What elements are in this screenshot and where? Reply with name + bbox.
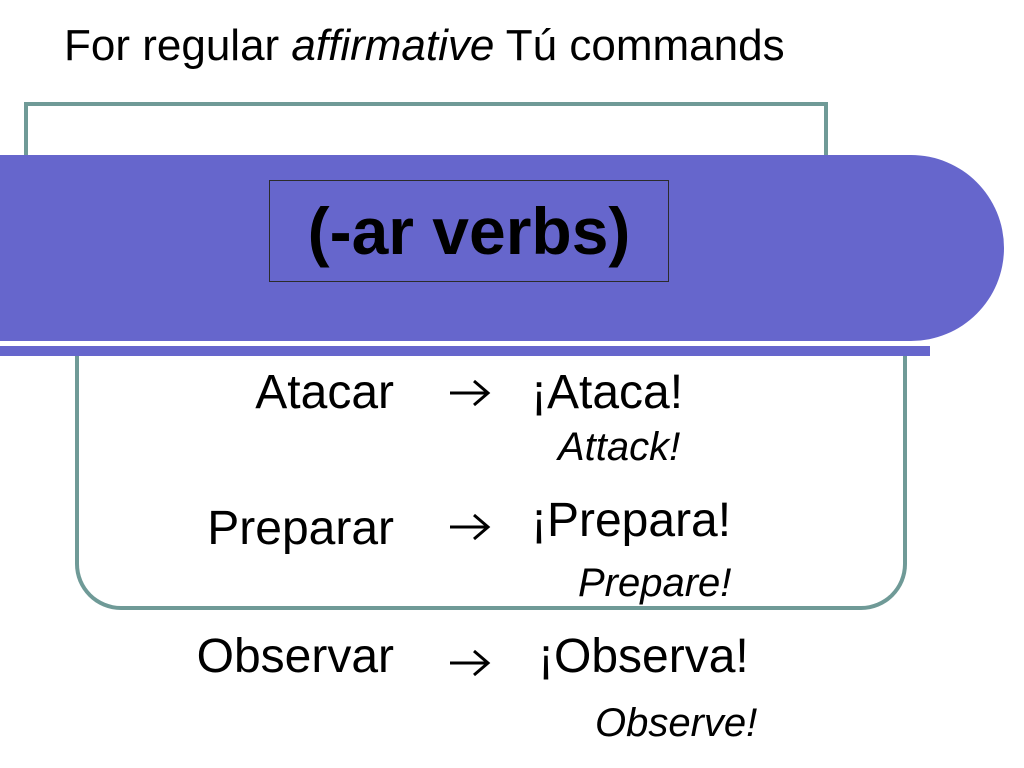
- heading-band: [0, 155, 1004, 341]
- content-frame: [75, 320, 907, 610]
- slide-title: For regular affirmative Tú commands: [64, 18, 785, 74]
- command-form: ¡Observa!: [538, 630, 749, 683]
- right-arrow-icon: [450, 649, 491, 677]
- english-translation: Prepare!: [578, 561, 732, 605]
- verb-infinitive: Observar: [196, 630, 394, 683]
- verb-infinitive: Atacar: [255, 366, 394, 419]
- band-lower-stripe: [0, 346, 930, 356]
- top-frame: [24, 102, 828, 162]
- title-before: For regular: [64, 21, 292, 70]
- title-after: Tú commands: [494, 21, 785, 70]
- right-arrow-icon: [450, 513, 491, 541]
- english-translation: Observe!: [595, 701, 758, 745]
- verb-infinitive: Preparar: [207, 502, 394, 555]
- command-form: ¡Prepara!: [531, 494, 732, 547]
- heading-text: (-ar verbs): [307, 194, 631, 268]
- title-emphasis: affirmative: [291, 21, 495, 70]
- heading-box: (-ar verbs): [269, 180, 669, 282]
- band-divider: [0, 341, 930, 346]
- right-arrow-icon: [450, 379, 491, 407]
- command-form: ¡Ataca!: [531, 366, 684, 419]
- english-translation: Attack!: [558, 425, 681, 469]
